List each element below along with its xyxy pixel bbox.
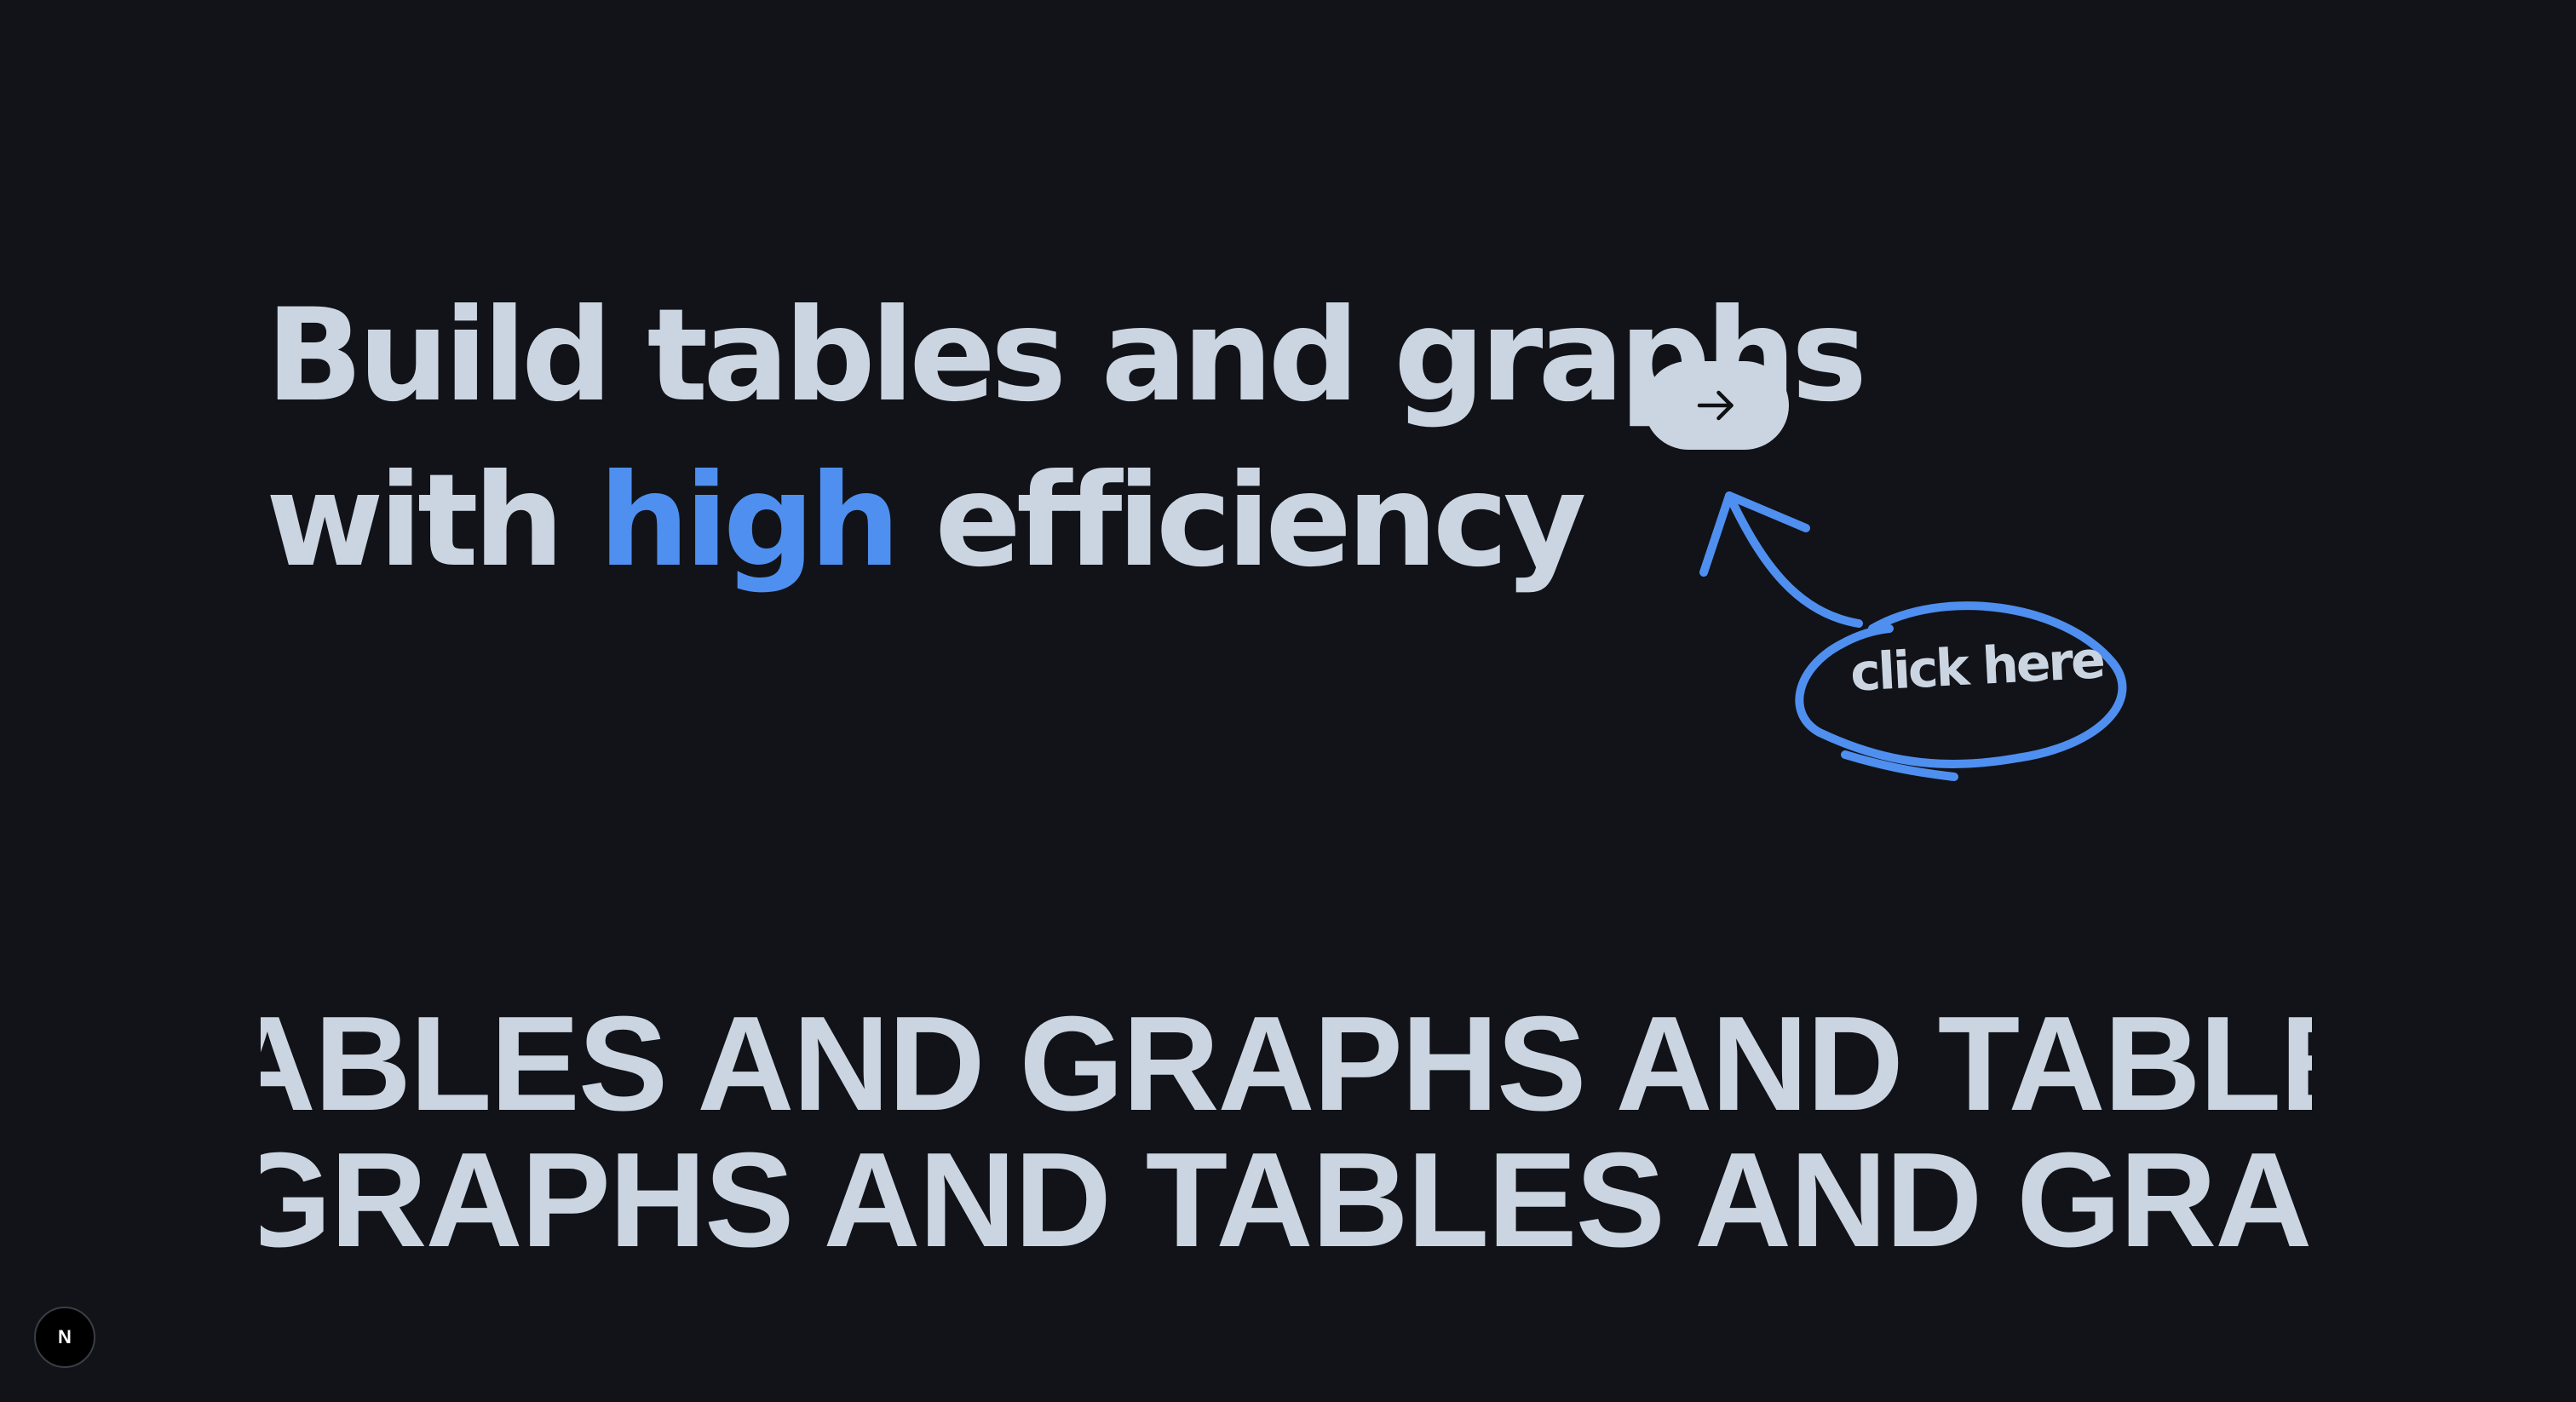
curved-arrow-head — [1699, 491, 1810, 577]
nextjs-logo-icon: N — [58, 1326, 72, 1347]
curved-arrow-shaft — [1725, 491, 1863, 628]
doodle-loop — [1795, 601, 2127, 768]
hero-line-2-start: with — [266, 447, 599, 596]
hero-line-2-end: efficiency — [895, 447, 1586, 596]
arrow-right-icon — [1697, 390, 1734, 421]
hero-line-1: Build tables and graphs — [266, 282, 1867, 431]
nextjs-logo-letter: N — [58, 1326, 72, 1347]
marquee-row-2: TABLES AND GRAPHS AND TABLES AND GRAPHS … — [261, 1125, 2312, 1269]
tables-graphs-marquee: TABLES AND GRAPHS AND TABLES AND GRAPHS … — [261, 997, 2312, 1269]
hero-accent-word: high — [598, 447, 900, 596]
arrow-button[interactable] — [1644, 361, 1789, 450]
marquee-row-1: TABLES AND GRAPHS AND TABLES AND GRAPHS … — [261, 997, 2312, 1139]
click-here-doodle — [1699, 491, 2127, 781]
doodle-tail — [1841, 750, 1958, 781]
nextjs-badge[interactable]: N — [34, 1307, 95, 1368]
hero-heading: Build tables and graphs with high effici… — [266, 273, 1867, 604]
hero-line-2: with high efficiency — [266, 439, 1629, 604]
